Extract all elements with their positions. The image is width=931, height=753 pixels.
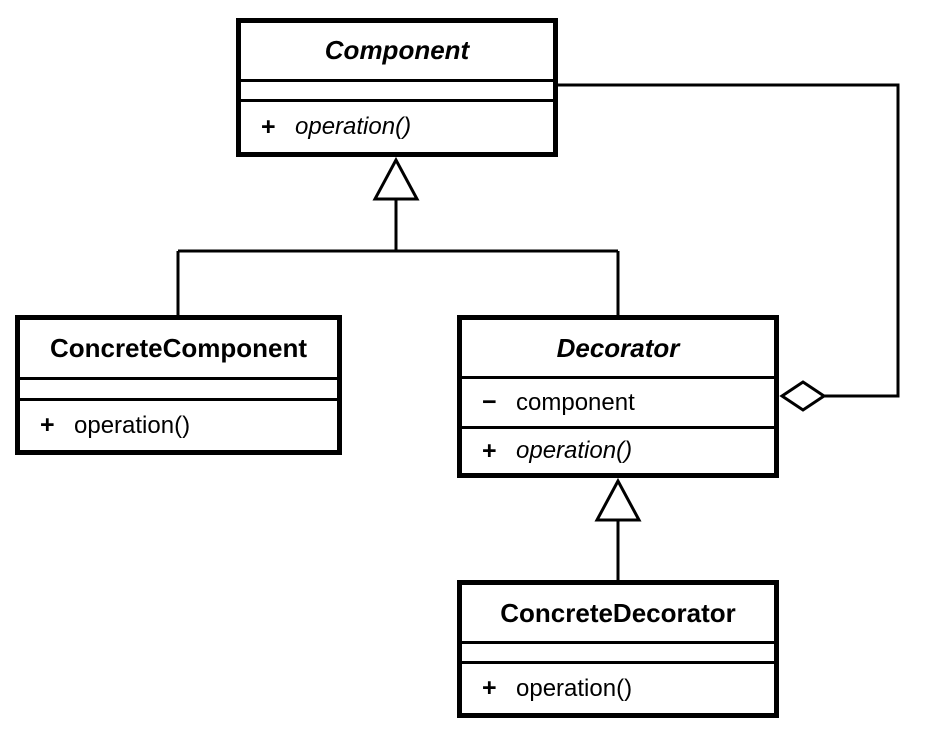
class-name-concrete-component: ConcreteComponent xyxy=(49,333,308,363)
attributes-compartment-concrete-decorator xyxy=(462,641,774,661)
generalization-to-decorator xyxy=(594,477,642,580)
operation-row: + operation() xyxy=(462,437,774,466)
visibility-marker: − xyxy=(482,388,497,416)
visibility-marker: + xyxy=(40,411,55,439)
aggregation-decorator-component xyxy=(556,83,900,412)
hollow-triangle-icon xyxy=(372,156,420,201)
operation-label: operation() xyxy=(295,113,412,141)
attribute-label: component xyxy=(516,388,635,416)
attributes-compartment-component xyxy=(241,78,553,100)
class-name-decorator: Decorator xyxy=(556,332,680,363)
attribute-row: − component xyxy=(462,388,774,417)
visibility-marker: + xyxy=(482,674,497,702)
operation-label: operation() xyxy=(74,411,191,439)
class-box-concrete-component[interactable]: ConcreteComponent + operation() xyxy=(15,315,342,455)
hollow-diamond-icon xyxy=(779,380,827,412)
operations-compartment-concrete-decorator: + operation() xyxy=(462,661,774,713)
attributes-compartment-decorator: − component xyxy=(462,376,774,426)
visibility-marker: + xyxy=(482,436,497,465)
class-box-component[interactable]: Component + operation() xyxy=(236,18,558,157)
class-box-concrete-decorator[interactable]: ConcreteDecorator + operation() xyxy=(457,580,779,718)
attributes-compartment-concrete-component xyxy=(20,377,337,398)
operations-compartment-component: + operation() xyxy=(241,99,553,152)
operations-compartment-concrete-component: + operation() xyxy=(20,398,337,450)
hollow-triangle-icon xyxy=(594,477,642,522)
operation-row: + operation() xyxy=(241,113,553,142)
operations-compartment-decorator: + operation() xyxy=(462,426,774,473)
class-box-decorator[interactable]: Decorator − component + operation() xyxy=(457,315,779,478)
visibility-marker: + xyxy=(261,112,276,141)
class-name-concrete-decorator: ConcreteDecorator xyxy=(500,597,736,628)
aggregation-path xyxy=(556,83,900,398)
operation-label: operation() xyxy=(516,437,633,464)
class-name-component: Component xyxy=(324,35,470,66)
operation-label: operation() xyxy=(516,674,633,702)
generalization-to-component xyxy=(176,156,620,315)
operation-row: + operation() xyxy=(462,674,774,703)
operation-row: + operation() xyxy=(20,411,337,440)
